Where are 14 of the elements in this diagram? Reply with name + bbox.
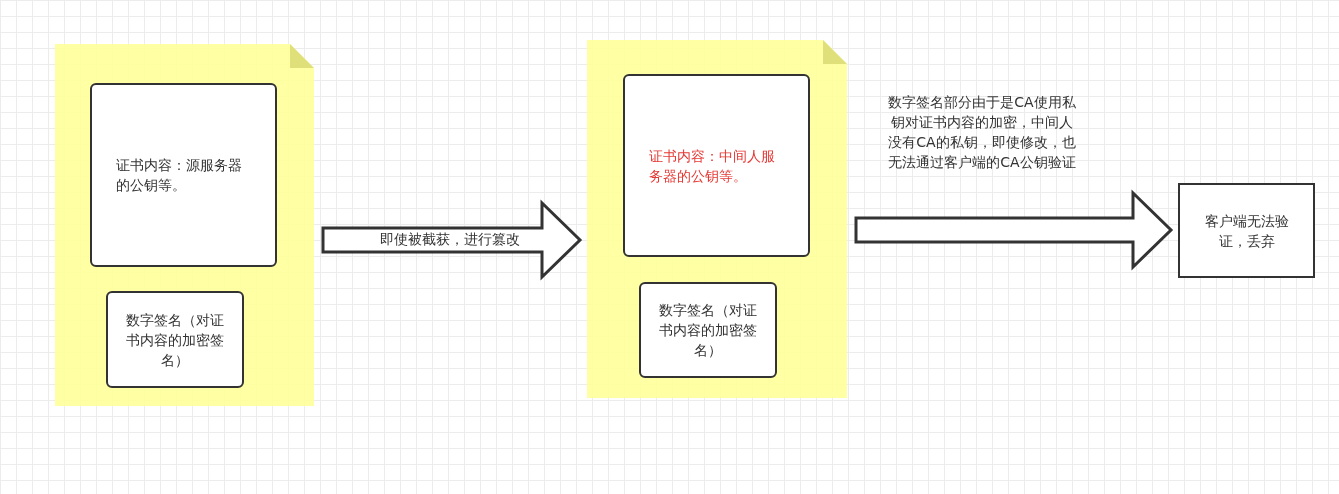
signature-box	[106, 291, 244, 388]
edge-label: 即使被截获，进行篡改	[379, 230, 521, 249]
block-arrow	[854, 189, 1174, 271]
signature-box	[639, 282, 777, 378]
content-box	[623, 74, 810, 257]
result-box	[1178, 183, 1315, 278]
edge-label: 数字签名部分由于是CA使用私钥对证书内容的加密，中间人没有CA的私钥，即使修改，也无法通过客户端的CA公钥验证	[887, 93, 1077, 172]
block-arrow	[321, 199, 583, 281]
node-text: 证书内容：源服务器的公钥等。	[116, 156, 243, 195]
node-text: 数字签名（对证书内容的加密签名）	[125, 310, 225, 370]
node-text: 数字签名（对证书内容的加密签名）	[658, 301, 758, 360]
content-box	[90, 83, 277, 267]
node-text: 证书内容：中间人服务器的公钥等。	[649, 146, 776, 186]
node-text: 客户端无法验证，丢弃	[1203, 211, 1290, 251]
